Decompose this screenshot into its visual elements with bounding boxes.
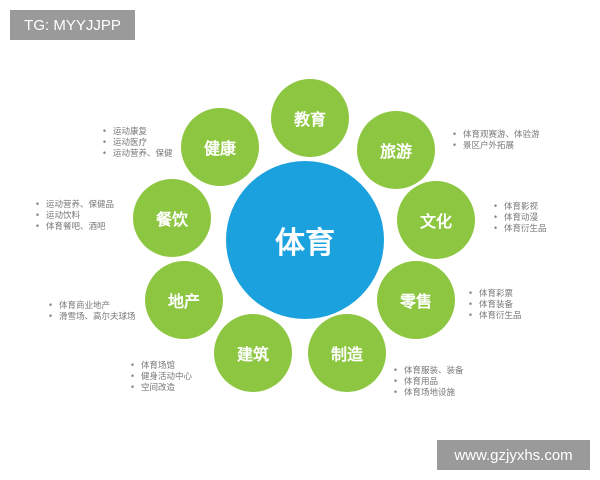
node-education: 教育: [271, 79, 349, 157]
watermark-top: TG: MYYJJPP: [10, 10, 135, 40]
node-real-estate: 地产: [145, 261, 223, 339]
list-item: 体育衍生品: [493, 224, 547, 235]
list-item: 运动营养、保健品: [35, 200, 114, 211]
list-item: 健身活动中心: [130, 372, 192, 383]
list-item: 体育衍生品: [468, 311, 522, 322]
list-item: 体育场地设施: [393, 388, 464, 399]
list-item: 体育商业地产: [48, 301, 136, 312]
list-item: 滑雪场、高尔夫球场: [48, 312, 136, 323]
node-culture: 文化: [397, 181, 475, 259]
list-item: 运动康复: [102, 127, 173, 138]
center-node: 体育: [226, 161, 384, 319]
health-list: 运动康复 运动医疗 运动营养、保健: [102, 127, 173, 160]
list-item: 运动医疗: [102, 138, 173, 149]
node-health: 健康: [181, 108, 259, 186]
list-item: 空间改造: [130, 383, 192, 394]
real-estate-list: 体育商业地产 滑雪场、高尔夫球场: [48, 301, 136, 323]
list-item: 运动饮料: [35, 211, 114, 222]
list-item: 运动营养、保健: [102, 149, 173, 160]
watermark-bottom: www.gzjyxhs.com: [437, 440, 590, 470]
culture-list: 体育影视 体育动漫 体育衍生品: [493, 202, 547, 235]
node-construction: 建筑: [214, 314, 292, 392]
list-item: 体育影视: [493, 202, 547, 213]
list-item: 体育餐吧、酒吧: [35, 222, 114, 233]
list-item: 景区户外拓展: [452, 141, 540, 152]
retail-list: 体育彩票 体育装备 体育衍生品: [468, 289, 522, 322]
list-item: 体育场馆: [130, 361, 192, 372]
catering-list: 运动营养、保健品 运动饮料 体育餐吧、酒吧: [35, 200, 114, 233]
list-item: 体育观赛游、体验游: [452, 130, 540, 141]
node-retail: 零售: [377, 261, 455, 339]
list-item: 体育装备: [468, 300, 522, 311]
list-item: 体育服装、装备: [393, 366, 464, 377]
manufacturing-list: 体育服装、装备 体育用品 体育场地设施: [393, 366, 464, 399]
list-item: 体育彩票: [468, 289, 522, 300]
node-catering: 餐饮: [133, 179, 211, 257]
node-tourism: 旅游: [357, 111, 435, 189]
node-manufacturing: 制造: [308, 314, 386, 392]
list-item: 体育用品: [393, 377, 464, 388]
tourism-list: 体育观赛游、体验游 景区户外拓展: [452, 130, 540, 152]
construction-list: 体育场馆 健身活动中心 空间改造: [130, 361, 192, 394]
list-item: 体育动漫: [493, 213, 547, 224]
